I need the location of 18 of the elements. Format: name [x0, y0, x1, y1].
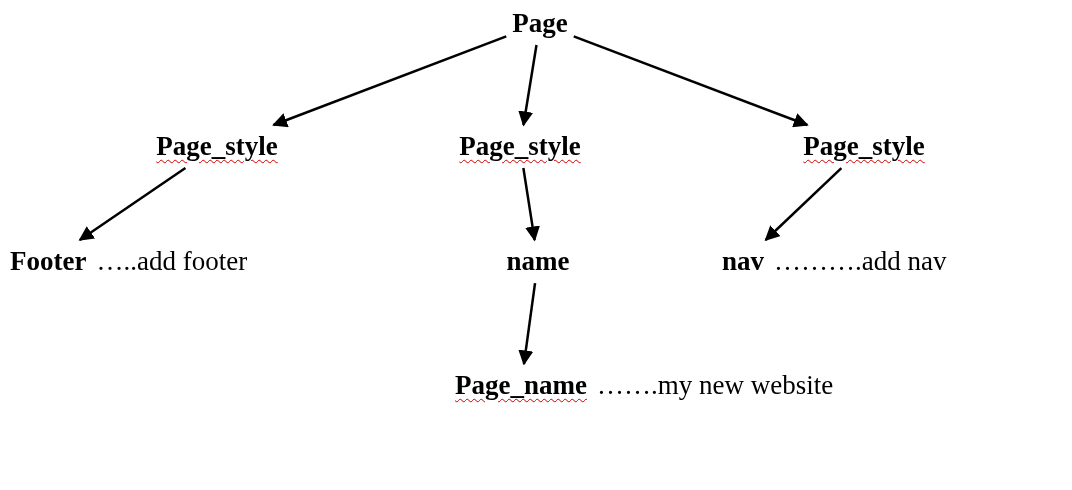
- arrow: [518, 282, 537, 366]
- node-label: Page: [512, 8, 568, 40]
- node-label: Page_name: [455, 370, 587, 402]
- arrow: [573, 35, 809, 128]
- arrow: [78, 167, 187, 242]
- node-label: Page_style: [459, 131, 581, 163]
- node-annotation: …….my new website: [596, 370, 834, 402]
- arrow: [272, 35, 507, 128]
- node-label: name: [506, 246, 570, 278]
- node-annotation: …..add footer: [96, 246, 248, 278]
- node-label: nav: [722, 246, 765, 278]
- arrow: [518, 44, 538, 127]
- node-annotation: ……….add nav: [774, 246, 947, 278]
- node-label: Page_style: [156, 131, 278, 163]
- node-label: Footer: [10, 246, 87, 278]
- node-label: Page_style: [803, 131, 925, 163]
- arrow: [522, 167, 540, 242]
- arrow: [764, 167, 843, 242]
